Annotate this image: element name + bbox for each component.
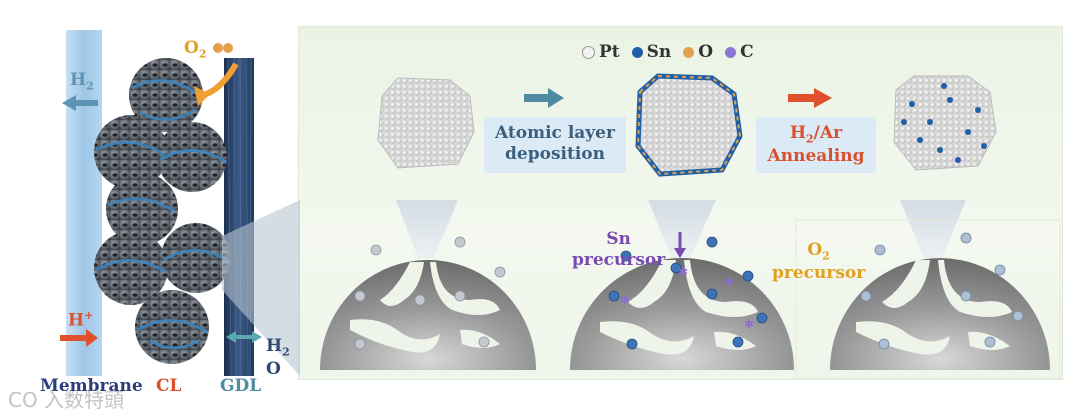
cl-label: CL	[156, 376, 181, 396]
pt-dot-icon	[582, 46, 595, 59]
anneal-step-box: H2/Ar Annealing	[756, 117, 876, 173]
o2-label: O2	[184, 38, 206, 60]
svg-text:✱: ✱	[620, 293, 630, 307]
ptsn-nanoparticle-annealed	[894, 76, 996, 170]
porous-support-1	[320, 260, 536, 370]
gdl-label: GDL	[220, 376, 261, 396]
pt-nanoparticle-initial	[378, 78, 474, 168]
watermark: CO 入数特頭	[8, 384, 124, 413]
h-plus-label: H+	[68, 309, 93, 331]
beam-1	[396, 200, 458, 258]
catalyst-layer-balls	[94, 58, 231, 364]
o2-molecule-a	[213, 43, 223, 53]
sn-dot-icon	[632, 47, 643, 58]
o2-molecule-b	[223, 43, 233, 53]
h2-label: H2	[70, 70, 94, 92]
element-legend: Pt Sn O C	[582, 42, 754, 62]
ald-arrow	[524, 88, 564, 108]
svg-text:✱: ✱	[744, 317, 754, 331]
legend-pt: Pt	[582, 42, 620, 62]
anneal-arrow	[788, 88, 832, 108]
beam-3	[900, 200, 966, 258]
o-dot-icon	[683, 47, 694, 58]
svg-text:✱: ✱	[678, 265, 688, 279]
ald-step-box: Atomic layer deposition	[484, 117, 626, 173]
legend-sn: Sn	[632, 42, 672, 62]
c-dot-icon	[725, 47, 736, 58]
svg-text:✱: ✱	[724, 275, 734, 289]
legend-o: O	[683, 42, 713, 62]
pt-nanoparticle-coated	[638, 76, 740, 174]
anneal-line-2: Annealing	[768, 146, 865, 166]
legend-c: C	[725, 42, 754, 62]
anneal-line-1: H2/Ar	[790, 123, 842, 143]
